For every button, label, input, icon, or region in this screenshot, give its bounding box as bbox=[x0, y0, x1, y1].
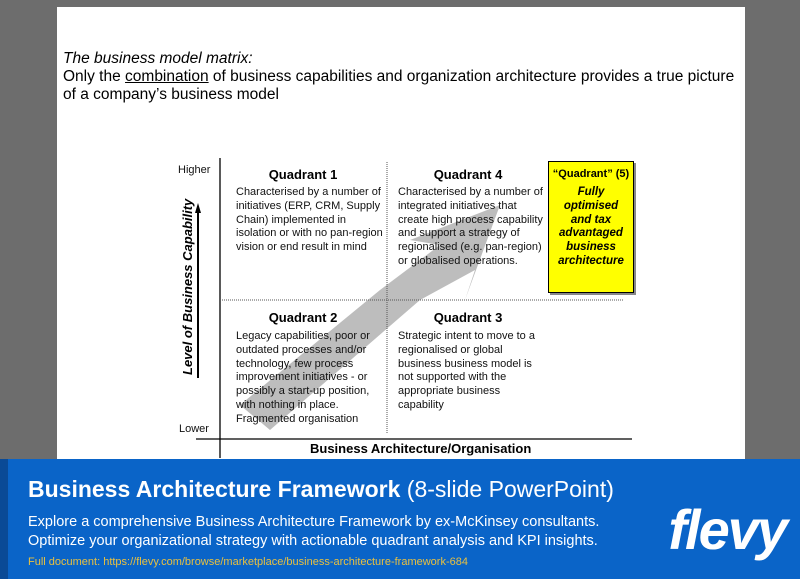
intro-text-post: of business capabilities and organizatio… bbox=[63, 68, 735, 103]
q3-title: Quadrant 3 bbox=[433, 310, 503, 325]
q2-text: Legacy capabilities, poor or outdated pr… bbox=[236, 330, 370, 425]
banner-desc-1: Explore a comprehensive Business Archite… bbox=[28, 514, 600, 530]
promo-banner: Business Architecture Framework (8-slide… bbox=[0, 459, 800, 579]
banner-title-bold: Business Architecture Framework bbox=[28, 476, 401, 502]
document-link[interactable]: Full document: https://flevy.com/browse/… bbox=[28, 556, 468, 568]
y-high-label: Higher bbox=[178, 164, 211, 176]
quadrant-5-box: “Quadrant” (5) Fully optimised and tax a… bbox=[548, 161, 634, 293]
q5-title: “Quadrant” (5) bbox=[552, 168, 630, 180]
banner-title-light: (8-slide PowerPoint) bbox=[400, 476, 614, 502]
x-axis-label: Business Architecture/Organisation bbox=[310, 441, 532, 456]
banner-description: Explore a comprehensive Business Archite… bbox=[28, 513, 599, 551]
banner-title: Business Architecture Framework (8-slide… bbox=[28, 476, 614, 503]
q3-text: Strategic intent to move to a regionalis… bbox=[398, 330, 535, 411]
y-axis-label: Level of Business Capability bbox=[180, 198, 195, 375]
intro-underlined: combination bbox=[125, 68, 209, 85]
q2-title: Quadrant 2 bbox=[268, 310, 338, 325]
flevy-logo: flevy bbox=[668, 498, 788, 561]
q4-text: Characterised by a number of integrated … bbox=[398, 186, 543, 267]
banner-desc-2: Optimize your organizational strategy wi… bbox=[28, 533, 598, 549]
q4-title: Quadrant 4 bbox=[433, 167, 503, 182]
q1-text: Characterised by a number of initiatives… bbox=[236, 186, 383, 254]
y-axis-arrowhead bbox=[195, 203, 201, 213]
q5-text: Fully optimised and tax advantaged busin… bbox=[558, 186, 624, 267]
intro-text-pre: Only the bbox=[63, 68, 126, 85]
intro-text: The business model matrix: Only the comb… bbox=[63, 50, 743, 104]
progress-arrow bbox=[240, 205, 500, 430]
intro-heading: The business model matrix: bbox=[63, 50, 253, 67]
q1-title: Quadrant 1 bbox=[268, 167, 338, 182]
y-low-label: Lower bbox=[179, 423, 209, 435]
